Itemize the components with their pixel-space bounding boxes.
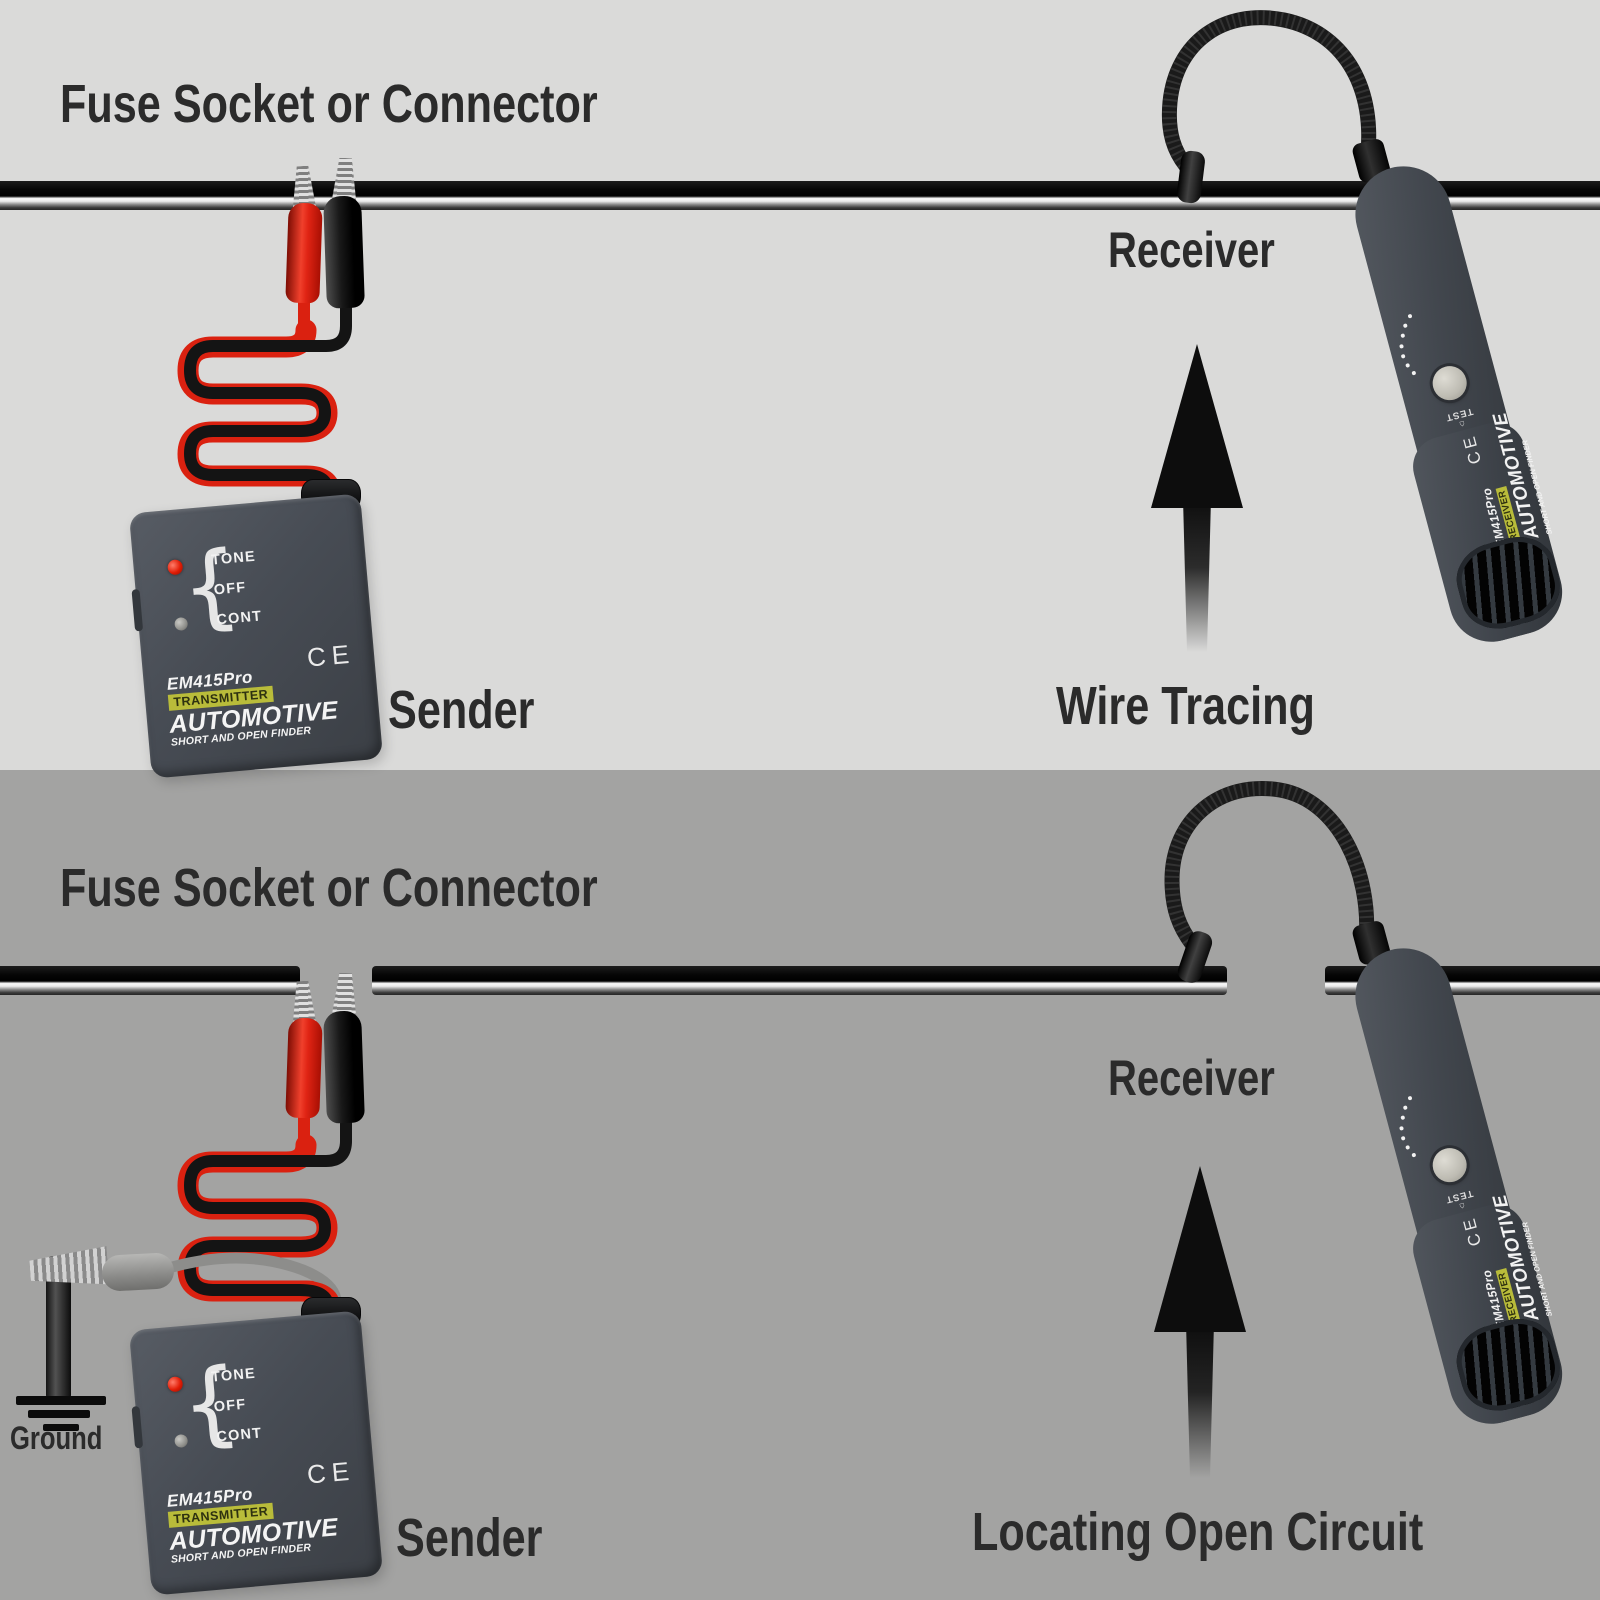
switch-label-tone: TONE (210, 1365, 257, 1386)
receiver-label-bottom: Receiver (1108, 1050, 1275, 1106)
fuse-socket-label-bottom: Fuse Socket or Connector (60, 858, 598, 918)
ce-mark: CE (305, 1455, 357, 1490)
black-alligator-clip (323, 1010, 365, 1124)
switch-label-off: OFF (213, 1396, 248, 1416)
transmitter-device: { TONE OFF CONT EM415Pro TRANSMITTER AUT… (128, 1310, 384, 1596)
ce-mark: CE (305, 638, 357, 673)
ground-symbol (16, 1396, 106, 1405)
car-wire-segment-middle (372, 966, 1227, 995)
ground-symbol (28, 1410, 90, 1418)
fuse-socket-label-top: Fuse Socket or Connector (60, 74, 598, 134)
switch-label-cont: CONT (215, 1425, 263, 1446)
ground-alligator-clip (101, 1252, 175, 1292)
red-alligator-clip (285, 1017, 323, 1119)
transmitter-device: { TONE OFF CONT EM415Pro TRANSMITTER AUT… (128, 493, 384, 779)
switch-label-off: OFF (213, 579, 248, 599)
sender-label-bottom: Sender (396, 1508, 543, 1568)
ground-label: Ground (10, 1420, 103, 1456)
ground-symbol (43, 1424, 79, 1431)
wire-tracing-label: Wire Tracing (1056, 676, 1315, 736)
car-wire-continuous (0, 181, 1600, 210)
locating-open-circuit-label: Locating Open Circuit (972, 1502, 1424, 1562)
switch-label-tone: TONE (210, 548, 257, 569)
switch-label-cont: CONT (215, 608, 263, 629)
sender-label-top: Sender (388, 680, 535, 740)
black-alligator-clip (323, 195, 365, 309)
receiver-label-top: Receiver (1108, 222, 1275, 278)
car-wire-segment-left (0, 966, 300, 995)
red-alligator-clip (285, 202, 323, 304)
